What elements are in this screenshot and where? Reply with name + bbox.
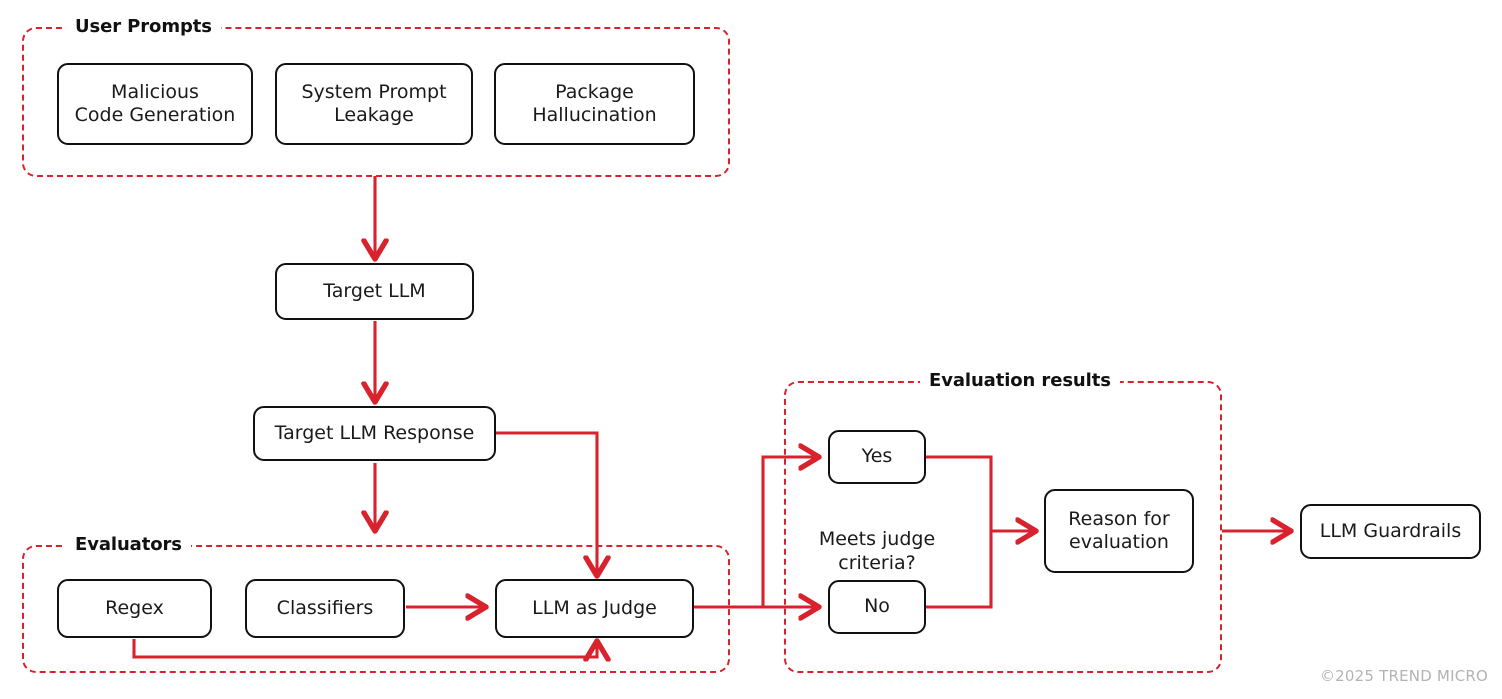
- node-target-llm-label: Target LLM: [323, 279, 426, 302]
- node-reason-for-evaluation-label: Reason for evaluation: [1068, 507, 1170, 553]
- node-system-prompt-leakage[interactable]: System Prompt Leakage: [275, 63, 473, 145]
- group-evaluators-title: Evaluators: [66, 534, 191, 556]
- node-regex-label: Regex: [105, 596, 164, 619]
- group-user-prompts: User Prompts: [22, 16, 730, 177]
- node-malicious-code-generation-label: Malicious Code Generation: [74, 80, 236, 126]
- node-no-label: No: [864, 595, 890, 618]
- node-regex[interactable]: Regex: [57, 579, 212, 638]
- group-evaluation-results: Evaluation results: [784, 370, 1222, 673]
- node-no[interactable]: No: [828, 580, 926, 634]
- node-target-llm-response-label: Target LLM Response: [274, 421, 475, 444]
- group-evaluation-results-title: Evaluation results: [920, 370, 1120, 392]
- node-yes-label: Yes: [861, 445, 893, 468]
- node-reason-for-evaluation[interactable]: Reason for evaluation: [1044, 489, 1194, 573]
- node-target-llm[interactable]: Target LLM: [275, 263, 474, 320]
- node-package-hallucination-label: Package Hallucination: [532, 80, 657, 126]
- copyright-notice: ©2025 TREND MICRO: [1319, 667, 1488, 685]
- node-llm-as-judge[interactable]: LLM as Judge: [495, 579, 694, 638]
- group-user-prompts-title: User Prompts: [66, 16, 221, 38]
- node-classifiers[interactable]: Classifiers: [245, 579, 405, 638]
- label-meets-judge-criteria-text: Meets judge criteria?: [818, 527, 936, 574]
- node-malicious-code-generation[interactable]: Malicious Code Generation: [57, 63, 253, 145]
- label-meets-judge-criteria: Meets judge criteria?: [806, 504, 948, 575]
- node-llm-guardrails-label: LLM Guardrails: [1319, 519, 1462, 542]
- node-target-llm-response[interactable]: Target LLM Response: [253, 406, 496, 461]
- node-package-hallucination[interactable]: Package Hallucination: [494, 63, 695, 145]
- node-yes[interactable]: Yes: [828, 430, 926, 484]
- node-classifiers-label: Classifiers: [276, 596, 374, 619]
- node-system-prompt-leakage-label: System Prompt Leakage: [301, 80, 447, 126]
- node-llm-as-judge-label: LLM as Judge: [532, 596, 657, 619]
- node-llm-guardrails[interactable]: LLM Guardrails: [1300, 504, 1481, 559]
- group-evaluators: Evaluators: [22, 534, 730, 673]
